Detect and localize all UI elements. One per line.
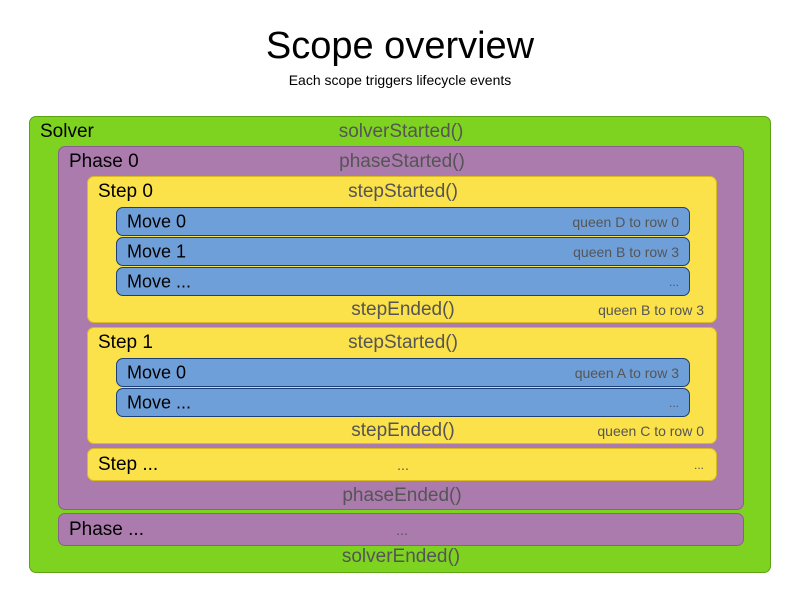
step-0-started-event: stepStarted() <box>348 181 458 202</box>
move-box[interactable]: Move ... ... <box>116 388 690 417</box>
step-1-footer-row: stepEnded() queen C to row 0 <box>88 416 716 446</box>
move-box[interactable]: Move ... ... <box>116 267 690 296</box>
move-box[interactable]: Move 0 queen D to row 0 <box>116 207 690 236</box>
move-box[interactable]: Move 1 queen B to row 3 <box>116 237 690 266</box>
solver-header-row: Solver solverStarted() <box>30 117 770 147</box>
phase-0-footer-row: phaseEnded() <box>59 481 743 511</box>
phase-more-row: Phase ... ... <box>59 515 743 545</box>
step-more-detail: ... <box>693 458 704 472</box>
phase-0-ended-event: phaseEnded() <box>342 485 462 506</box>
solver-label: Solver <box>40 121 94 142</box>
phase-more-event: ... <box>396 522 408 538</box>
move-detail: queen D to row 0 <box>572 213 679 230</box>
step-1-header-row: Step 1 stepStarted() <box>88 328 716 358</box>
phase-more-scope-box[interactable]: Phase ... ... <box>58 513 744 546</box>
page-title: Scope overview <box>265 25 535 67</box>
phase-0-header-row: Phase 0 phaseStarted() <box>59 147 743 177</box>
step-1-label: Step 1 <box>98 332 153 353</box>
move-label: Move ... <box>127 392 192 412</box>
step-1-scope-box[interactable]: Step 1 stepStarted() Move 0 queen A to r… <box>87 327 717 444</box>
step-0-ended-detail: queen B to row 3 <box>598 302 704 318</box>
move-label: Move ... <box>127 271 192 291</box>
step-0-ended-event: stepEnded() <box>351 299 455 320</box>
phase-0-started-event: phaseStarted() <box>339 151 465 172</box>
step-more-row: Step ... ... ... <box>88 450 716 480</box>
page-header: Scope overview Each scope triggers lifec… <box>0 0 800 90</box>
solver-scope-box[interactable]: Solver solverStarted() Phase 0 phaseStar… <box>29 116 771 573</box>
page-subtitle: Each scope triggers lifecycle events <box>288 72 512 88</box>
move-detail: ... <box>668 395 679 410</box>
step-more-label: Step ... <box>98 454 159 475</box>
step-0-label: Step 0 <box>98 181 153 202</box>
phase-0-label: Phase 0 <box>69 151 139 172</box>
move-box[interactable]: Move 0 queen A to row 3 <box>116 358 690 387</box>
step-more-event: ... <box>397 457 409 473</box>
move-detail: ... <box>668 274 679 289</box>
step-1-started-event: stepStarted() <box>348 332 458 353</box>
move-detail: queen B to row 3 <box>573 243 679 260</box>
solver-started-event: solverStarted() <box>338 121 464 142</box>
move-label: Move 0 <box>127 211 187 231</box>
step-more-scope-box[interactable]: Step ... ... ... <box>87 448 717 481</box>
phase-0-scope-box[interactable]: Phase 0 phaseStarted() Step 0 stepStarte… <box>58 146 744 510</box>
move-detail: queen A to row 3 <box>574 364 679 381</box>
step-0-header-row: Step 0 stepStarted() <box>88 177 716 207</box>
solver-footer-row: solverEnded() <box>30 542 770 572</box>
solver-ended-event: solverEnded() <box>341 546 461 567</box>
step-1-ended-event: stepEnded() <box>351 420 455 441</box>
move-label: Move 0 <box>127 362 187 382</box>
step-0-footer-row: stepEnded() queen B to row 3 <box>88 295 716 325</box>
phase-more-label: Phase ... <box>69 519 144 540</box>
move-label: Move 1 <box>127 241 187 261</box>
step-0-scope-box[interactable]: Step 0 stepStarted() Move 0 queen D to r… <box>87 176 717 323</box>
step-1-ended-detail: queen C to row 0 <box>597 423 704 439</box>
